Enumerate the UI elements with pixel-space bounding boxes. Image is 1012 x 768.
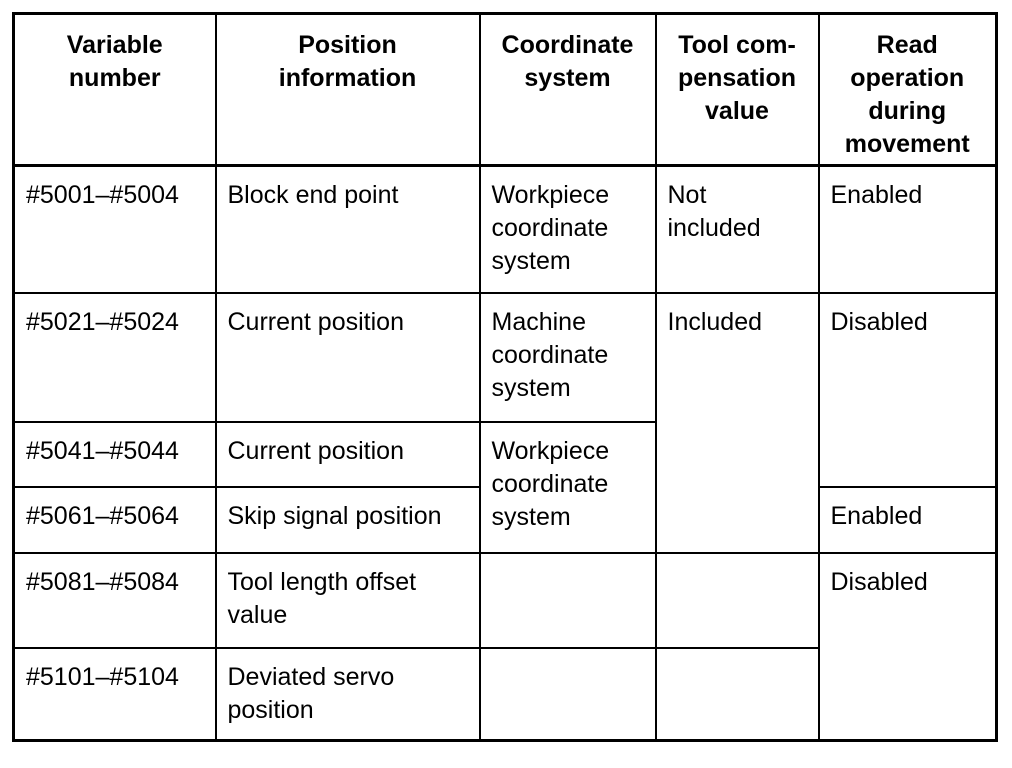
cell-coordinate-system: Machine coordinate system bbox=[478, 291, 657, 423]
header-tool-compensation-value: Tool com- pensation value bbox=[654, 12, 820, 167]
cell-variable-number: #5101–#5104 bbox=[12, 646, 217, 742]
cell-position-information: Block end point bbox=[214, 164, 481, 294]
cell-position-information: Deviated servo position bbox=[214, 646, 481, 742]
table-row: #5101–#5104 Deviated servo position bbox=[12, 646, 997, 742]
cell-tool-compensation-value: Not included bbox=[654, 164, 820, 294]
table-row: #5021–#5024 Current position Machine coo… bbox=[12, 291, 998, 554]
cell-read-during-movement: Disabled bbox=[817, 291, 998, 488]
header-coordinate-system: Coordinate system bbox=[478, 12, 657, 167]
table-row: #5041–#5044 Current position Workpiece c… bbox=[12, 420, 997, 554]
cell-tool-compensation-empty bbox=[654, 551, 820, 648]
cell-tool-compensation-value: Included bbox=[654, 291, 820, 554]
cell-variable-number: #5001–#5004 bbox=[12, 164, 217, 294]
cell-variable-number: #5021–#5024 bbox=[12, 291, 217, 423]
cell-read-during-movement: Disabled bbox=[817, 551, 998, 742]
cell-variable-number: #5061–#5064 bbox=[12, 485, 217, 554]
cell-read-during-movement: Enabled bbox=[817, 164, 998, 294]
table-row: #5001–#5004 Block end point Workpiece co… bbox=[12, 164, 998, 294]
header-row: Variable number Position information Coo… bbox=[12, 12, 998, 167]
system-variables-table: Variable number Position information Coo… bbox=[12, 12, 998, 742]
table-row: #5061–#5064 Skip signal position Enabled bbox=[12, 485, 998, 554]
cell-position-information: Tool length offset value bbox=[214, 551, 481, 648]
table-row: #5081–#5084 Tool length offset value Dis… bbox=[12, 551, 998, 742]
cell-coordinate-system: Workpiece coordinate system bbox=[478, 164, 657, 294]
cell-position-information: Skip signal position bbox=[214, 485, 481, 554]
cell-coordinate-system: Workpiece coordinate system bbox=[478, 420, 657, 554]
cell-tool-compensation-empty bbox=[654, 646, 820, 742]
cell-read-during-movement: Enabled bbox=[817, 485, 998, 554]
cell-coordinate-system-empty bbox=[478, 646, 657, 742]
cell-position-information: Current position bbox=[214, 291, 481, 423]
header-position-information: Position information bbox=[214, 12, 481, 167]
cell-variable-number: #5041–#5044 bbox=[12, 420, 217, 488]
header-variable-number: Variable number bbox=[12, 12, 217, 167]
cell-position-information: Current position bbox=[214, 420, 481, 488]
cell-coordinate-system-empty bbox=[478, 551, 657, 648]
header-read-during-movement: Read operation during movement bbox=[817, 12, 998, 167]
cell-variable-number: #5081–#5084 bbox=[12, 551, 217, 648]
